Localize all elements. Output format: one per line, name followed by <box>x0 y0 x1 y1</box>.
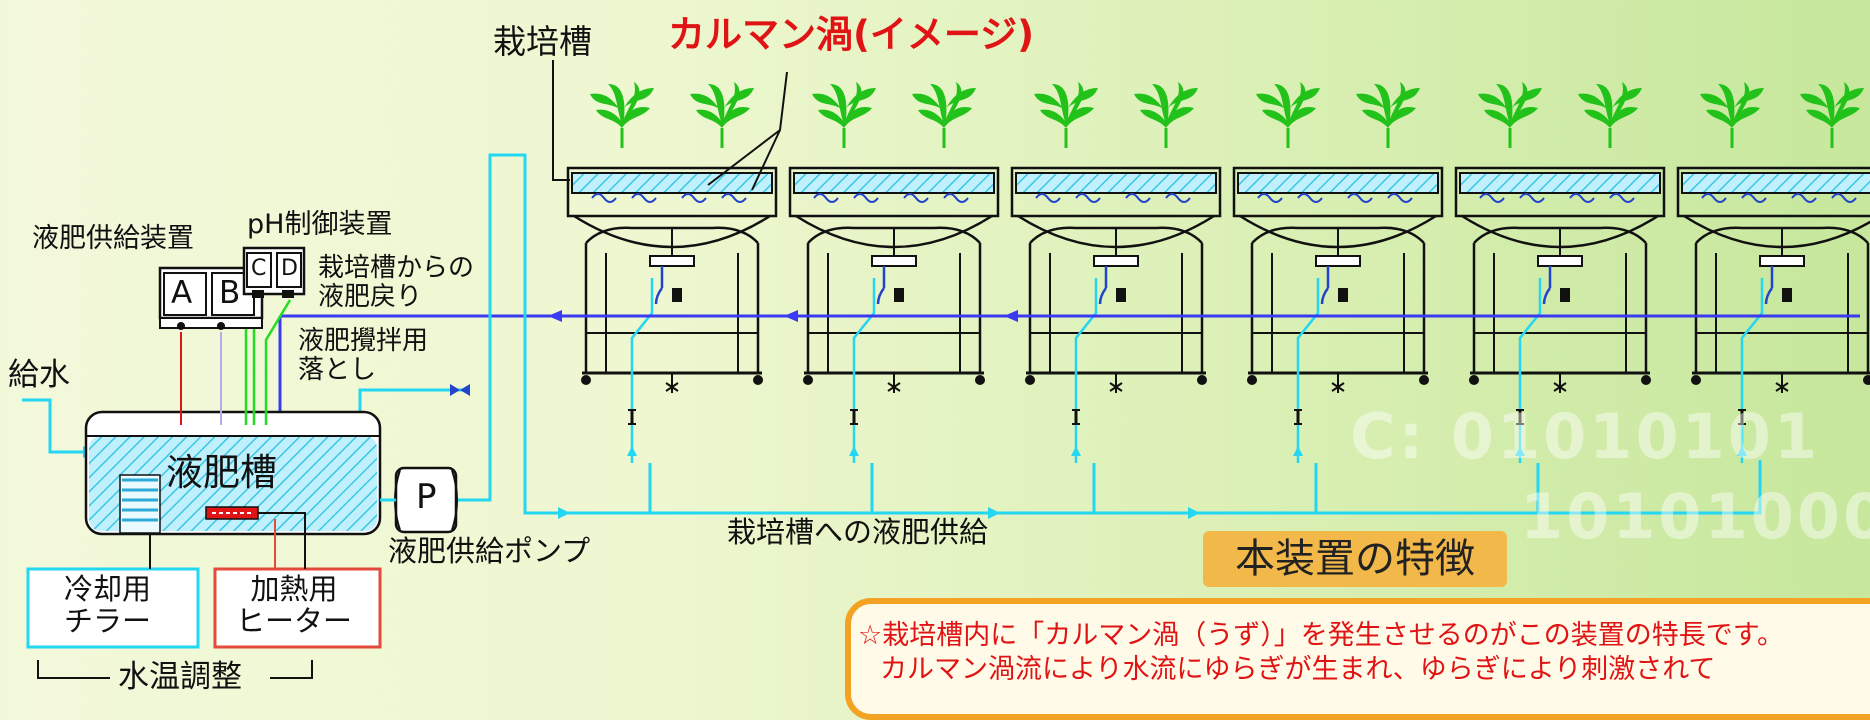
chiller-label: 冷却用 チラー <box>64 572 152 639</box>
temp-equipment <box>26 512 382 679</box>
tank-label: 栽培槽 <box>493 22 592 61</box>
binary-decoration-2: 10101000 <box>1520 480 1870 553</box>
feature-line-1: ☆栽培槽内に「カルマン渦（うず）」を発生させるのがこの装置の特長です。 <box>858 620 1785 651</box>
fertilizer-tank <box>84 410 382 536</box>
pump-letter: P <box>416 477 437 517</box>
device-b-label: B <box>219 275 241 311</box>
supply-device-label: 液肥供給装置 <box>32 223 194 254</box>
device-d-label: D <box>281 256 298 281</box>
supply-line <box>358 153 1762 519</box>
supply-to-tanks-label: 栽培槽への液肥供給 <box>727 515 989 549</box>
temp-adjust-label: 水温調整 <box>118 659 242 695</box>
fert-tank-label: 液肥槽 <box>166 451 277 494</box>
feature-line-2: カルマン渦流により水流にゆらぎが生まれ、ゆらぎにより刺激されて <box>880 654 1716 685</box>
stir-drop-label: 液肥攪拌用 落とし <box>298 326 429 386</box>
ph-device-label: pH制御装置 <box>247 209 393 240</box>
pump-label: 液肥供給ポンプ <box>388 534 591 568</box>
binary-line-1: 01010101 <box>1450 400 1821 473</box>
binary-prefix: C: <box>1350 400 1427 473</box>
return-line-label: 栽培槽からの 液肥戻り <box>318 253 475 313</box>
binary-decoration: C: 01010101 <box>1350 400 1820 473</box>
device-c-label: C <box>251 256 267 281</box>
leader-lines <box>552 60 788 191</box>
ph-device <box>242 246 306 298</box>
pump <box>380 466 458 534</box>
water-in-label: 給水 <box>8 357 70 393</box>
device-a-label: A <box>171 275 193 311</box>
heater-label: 加熱用 ヒーター <box>236 572 353 639</box>
feature-title: 本装置の特徴 <box>1203 531 1507 587</box>
water-inlet <box>22 398 95 458</box>
system-diagram <box>22 60 1870 679</box>
diagram-title: カルマン渦(イメージ) <box>668 13 1035 56</box>
binary-line-2: 10101000 <box>1520 480 1870 553</box>
